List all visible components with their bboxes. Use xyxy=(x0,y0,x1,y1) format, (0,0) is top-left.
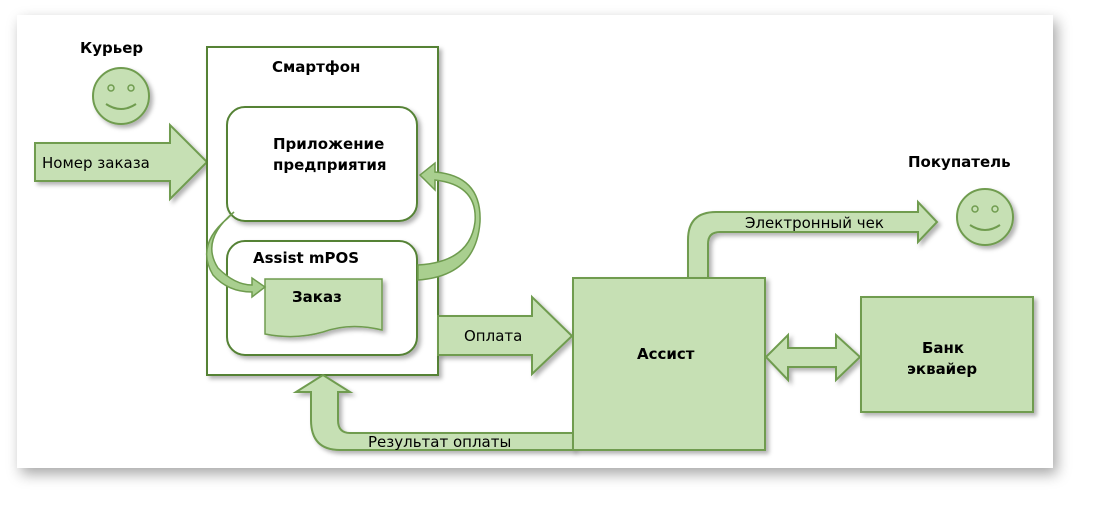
enterprise-app-box xyxy=(226,106,418,222)
payment-result-arrow xyxy=(292,373,574,451)
payment-result-label: Результат оплаты xyxy=(368,433,511,451)
bank-label-line1: Банк xyxy=(922,339,964,357)
mpos-to-app-curved-arrow xyxy=(417,161,481,281)
enterprise-app-label-line2: предприятия xyxy=(273,156,386,174)
acquiring-bank-box xyxy=(860,296,1034,413)
smartphone-label: Смартфон xyxy=(272,58,360,76)
e-receipt-arrow xyxy=(687,199,939,279)
courier-label: Курьер xyxy=(80,39,143,57)
buyer-label: Покупатель xyxy=(908,153,1011,171)
assist-box xyxy=(572,277,766,451)
assist-label: Ассист xyxy=(637,345,695,363)
courier-smiley-icon xyxy=(92,67,150,125)
payment-label: Оплата xyxy=(464,327,522,345)
bank-label-line2: эквайер xyxy=(907,360,977,378)
order-number-label: Номер заказа xyxy=(42,154,150,172)
buyer-smiley-icon xyxy=(956,188,1014,246)
order-label: Заказ xyxy=(292,288,342,306)
payment-arrow xyxy=(437,294,574,377)
app-to-order-curved-arrow xyxy=(205,211,267,299)
order-document xyxy=(264,278,383,338)
enterprise-app-label-line1: Приложение xyxy=(273,135,384,153)
order-number-arrow xyxy=(34,122,209,202)
e-receipt-label: Электронный чек xyxy=(745,214,884,232)
assist-mpos-label: Assist mPOS xyxy=(253,249,359,267)
